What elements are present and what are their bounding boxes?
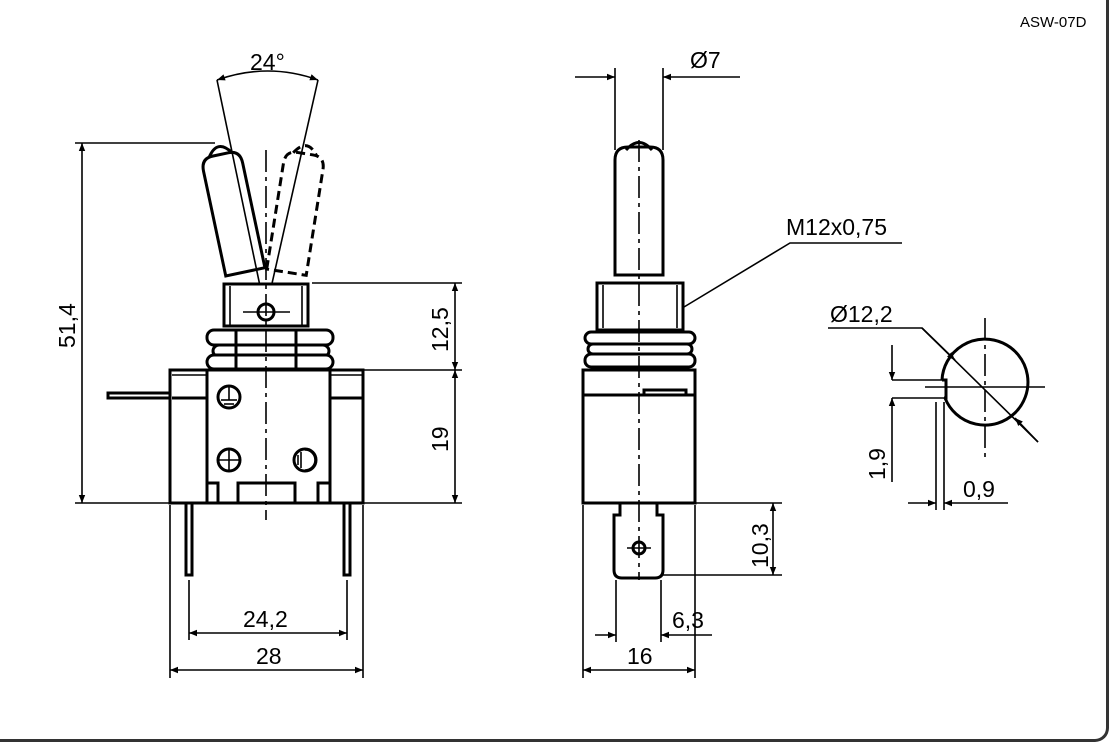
angle-label: 24° bbox=[250, 49, 285, 75]
pin-spacing-label: 24,2 bbox=[243, 606, 288, 632]
body-depth-label: 16 bbox=[627, 643, 653, 669]
tab-width-label: 6,3 bbox=[672, 607, 704, 633]
lever-solid bbox=[201, 145, 267, 278]
side-terminal bbox=[106, 391, 170, 400]
side-view: Ø7 M12x0,75 10,3 6,3 16 bbox=[575, 47, 902, 678]
front-view: 24° 51,4 bbox=[54, 49, 462, 678]
terminal-screw-icon bbox=[216, 447, 242, 473]
side-nuts bbox=[583, 330, 697, 369]
nuts bbox=[205, 328, 335, 371]
lever-diameter-label: Ø7 bbox=[690, 47, 721, 73]
key-width-label: 1,9 bbox=[864, 448, 890, 480]
body-width-label: 28 bbox=[256, 643, 282, 669]
body-height-label: 19 bbox=[427, 426, 453, 452]
tab-length-label: 10,3 bbox=[747, 523, 773, 568]
pin-left bbox=[184, 501, 194, 577]
pin-right bbox=[342, 501, 352, 577]
ground-screw-icon bbox=[216, 384, 242, 410]
thread-label: M12x0,75 bbox=[786, 214, 887, 240]
bushing-height-label: 12,5 bbox=[427, 307, 453, 352]
lever-dashed bbox=[264, 144, 325, 278]
thread-leader bbox=[683, 242, 902, 308]
mounting-hole-view: Ø12,2 1,9 0,9 bbox=[828, 301, 1045, 510]
key-depth-label: 0,9 bbox=[963, 476, 995, 502]
height-total-label: 51,4 bbox=[54, 303, 80, 348]
model-code: ASW-07D bbox=[1020, 14, 1087, 31]
side-bushing bbox=[595, 281, 685, 332]
hole-diameter-label: Ø12,2 bbox=[830, 301, 893, 327]
lamp-screw-icon bbox=[292, 447, 318, 473]
